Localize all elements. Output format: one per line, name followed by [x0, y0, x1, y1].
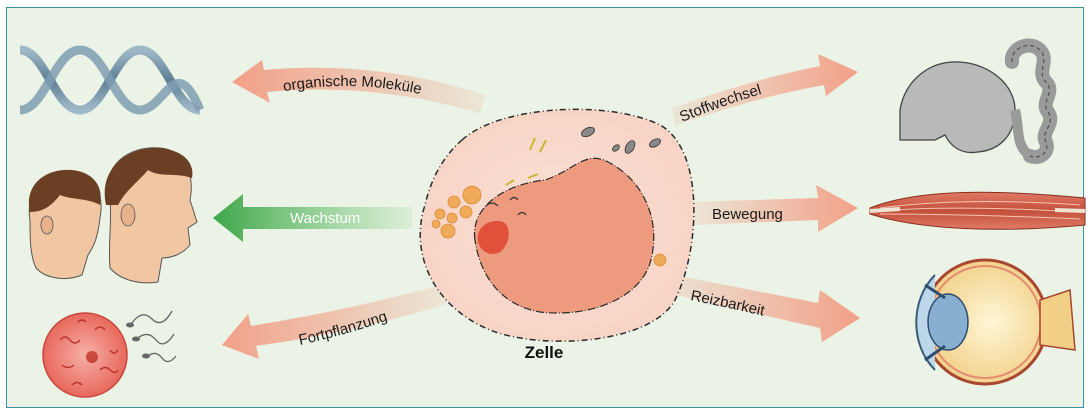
dna-helix-icon [20, 50, 200, 110]
arrow-label-growth: Wachstum [290, 210, 360, 227]
arrow-growth: Wachstum [213, 194, 412, 242]
stomach-intestine-icon [900, 46, 1050, 158]
child-head [29, 170, 101, 279]
egg-and-sperm-icon [43, 311, 176, 397]
egg-cell [43, 313, 127, 397]
arrow-movement: Bewegung [690, 185, 858, 232]
arrow-irritability: Reizbarkeit [655, 272, 860, 342]
sperm-cells [132, 311, 176, 362]
arrow-organic-molecules: organische Moleküle [232, 60, 485, 113]
arrow-reproduction: Fortpflanzung [222, 285, 447, 359]
cell-illustration: Zelle [420, 109, 694, 362]
two-heads-icon [29, 148, 197, 283]
arrow-metabolism: Stoffwechsel [672, 54, 858, 126]
arrow-label-movement: Bewegung [712, 206, 783, 223]
adult-head [105, 148, 197, 283]
muscle-fibers-icon [870, 192, 1085, 229]
eye-cross-section-icon [916, 260, 1075, 384]
cell-label: Zelle [525, 343, 564, 362]
